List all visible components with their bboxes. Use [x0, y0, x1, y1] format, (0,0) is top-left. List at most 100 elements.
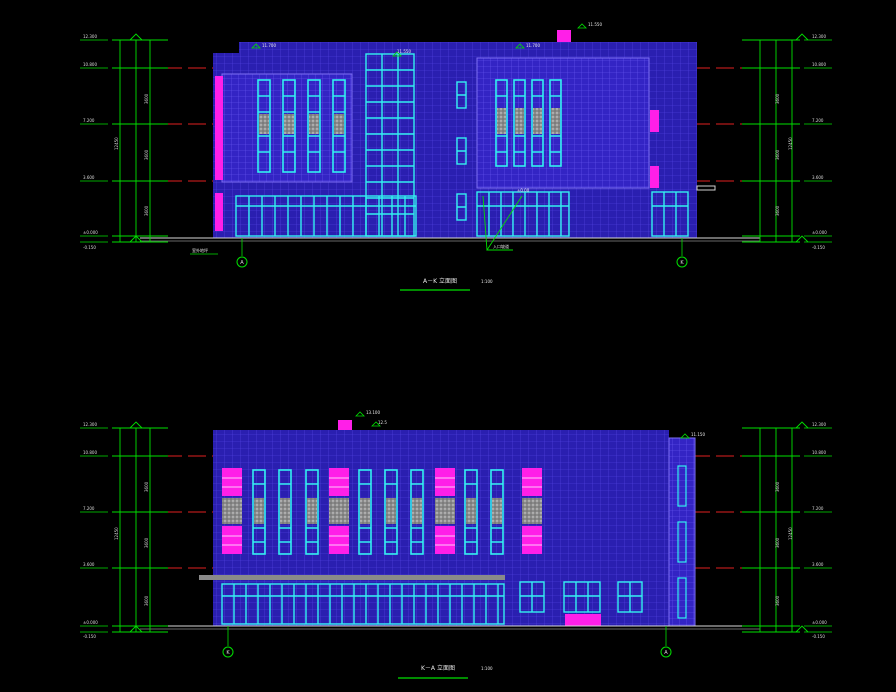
wall-right-tower: [668, 437, 696, 627]
entrance-glazing: [476, 191, 570, 237]
scale-bottom: 1:100: [481, 666, 493, 671]
right-floor-dim-b1: 3600: [775, 481, 780, 492]
scale-top: 1:100: [481, 279, 493, 284]
left-floor-dim-b2: 3600: [144, 537, 149, 548]
left-level-3: 7.200: [83, 118, 95, 123]
left-floor-dim-3: 3600: [144, 205, 149, 216]
right-level-1: 12.300: [812, 34, 826, 39]
window-bays-right: [495, 79, 562, 167]
dim-chain-right-bottom: [742, 421, 809, 633]
left-level-5: ±0.000: [83, 230, 98, 235]
roof-vent: [557, 30, 571, 42]
entrance-ramp-label: 入口坡道: [493, 243, 509, 249]
right-level-b6: -0.150: [812, 634, 825, 639]
canopy-right: [696, 185, 716, 191]
axis-label-k-top: K: [680, 260, 684, 266]
right-level-2: 10.800: [812, 62, 826, 67]
right-floor-dim-b2: 3600: [775, 537, 780, 548]
accent-panel-right-2: [650, 166, 659, 188]
right-level-b2: 10.800: [812, 450, 826, 455]
left-level-b3: 7.200: [83, 506, 95, 511]
axis-bubble-k-top: [676, 256, 688, 268]
wall-lower-left: [219, 578, 507, 626]
accent-blocks-bottom: [222, 468, 601, 626]
left-floor-dim-b3: 3600: [144, 595, 149, 606]
axis-label-k-bottom: K: [226, 650, 230, 656]
right-floor-dim-1: 3600: [775, 93, 780, 104]
wall-parapet-left: [239, 42, 417, 54]
speckle-panels-bottom: [222, 498, 542, 524]
axis-bubble-k-bottom: [222, 646, 234, 658]
elevation-a-k: 入口坡道 ±0.00 11.700 11.550 11.700 11.550 1…: [80, 22, 832, 291]
right-level-5: ±0.000: [812, 230, 827, 235]
left-level-b4: 3.600: [83, 562, 95, 567]
roof-mark-b1: 13.100: [366, 410, 380, 415]
right-level-3: 7.200: [812, 118, 824, 123]
right-level-b1: 12.300: [812, 422, 826, 427]
accent-strip-left: [215, 76, 223, 180]
entrance-level-mark: ±0.00: [517, 188, 530, 193]
axis-label-a-bottom: A: [664, 650, 668, 656]
left-total-dim-b: 12450: [114, 527, 119, 540]
left-level-6: -0.150: [83, 245, 96, 250]
left-level-b6: -0.150: [83, 634, 96, 639]
roof-marks-top: [251, 23, 587, 57]
storefront-left: [235, 195, 417, 237]
roof-mark-b2: 12.5: [378, 420, 387, 425]
window-bays-bottom: [252, 469, 504, 555]
left-floor-dim-b1: 3600: [144, 481, 149, 492]
entrance-leader: [482, 195, 523, 251]
title-top: A－K 立面图: [423, 277, 457, 285]
roof-marks-bottom: [355, 411, 690, 439]
roof-vent-bottom: [338, 420, 352, 430]
accent-strip-left-low: [215, 193, 223, 231]
right-floor-dim-b3: 3600: [775, 595, 780, 606]
roof-mark-b3: 11.150: [691, 432, 705, 437]
left-level-b5: ±0.000: [83, 620, 98, 625]
roof-mark-4: 11.550: [588, 22, 602, 27]
roof-mark-3: 11.700: [526, 43, 540, 48]
axis-bubble-a-bottom: [660, 646, 672, 658]
right-level-6: -0.150: [812, 245, 825, 250]
right-level-b4: 3.600: [812, 562, 824, 567]
right-total-dim-b: 12450: [788, 527, 793, 540]
roof-mark-2: 11.550: [397, 49, 411, 54]
right-floor-dim-3: 3600: [775, 205, 780, 216]
right-level-4: 3.600: [812, 175, 824, 180]
level-markers-right-bottom: [804, 427, 832, 633]
level-markers-right-top: [804, 39, 832, 243]
storefront-bottom: [221, 583, 505, 625]
speckle-panels-left: [259, 114, 344, 134]
dim-chain-left-top: [112, 33, 168, 243]
axis-label-a-top: A: [240, 260, 244, 266]
right-floor-dim-2: 3600: [775, 149, 780, 160]
left-level-b1: 12.300: [83, 422, 97, 427]
left-level-1: 12.300: [83, 34, 97, 39]
dim-chain-right-top: [742, 33, 809, 243]
left-total-dim: 12450: [114, 137, 119, 150]
axis-bubble-a-top: [236, 256, 248, 268]
accent-panel-right-1: [650, 110, 659, 132]
right-level-b3: 7.200: [812, 506, 824, 511]
left-level-4: 3.600: [83, 175, 95, 180]
canopy-bottom: [199, 575, 505, 580]
storefront-right: [651, 191, 689, 237]
elevation-k-a: 13.100 12.5 11.150 12.300 10.800 7.200 3…: [80, 410, 832, 679]
center-small-windows: [456, 81, 467, 221]
title-bottom: K－A 立面图: [421, 664, 455, 672]
speckle-panels-right: [497, 108, 560, 134]
level-markers-left-bottom: [80, 427, 108, 633]
level-markers-left-top: [80, 39, 108, 243]
ground-label: 室外地坪: [192, 247, 208, 253]
right-total-dim: 12450: [788, 137, 793, 150]
ground-windows-right-bottom: [519, 581, 643, 613]
left-level-2: 10.800: [83, 62, 97, 67]
accent-block-dividers: [222, 477, 542, 546]
tower-openings-bottom: [677, 465, 687, 619]
right-level-b5: ±0.000: [812, 620, 827, 625]
dim-chain-left-bottom: [112, 421, 168, 633]
left-level-b2: 10.800: [83, 450, 97, 455]
roof-mark-1: 11.700: [262, 43, 276, 48]
left-floor-dim-1: 3600: [144, 93, 149, 104]
